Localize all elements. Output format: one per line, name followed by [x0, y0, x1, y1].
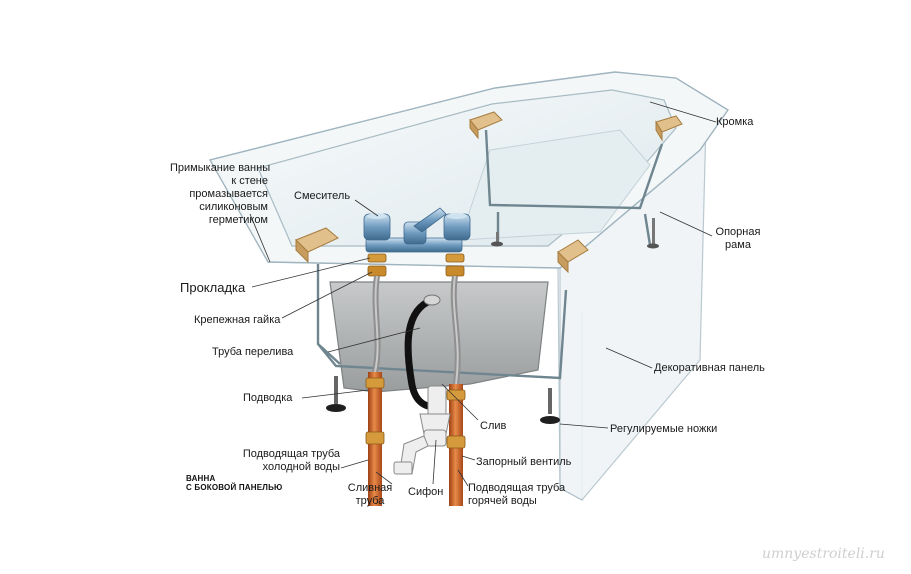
label-mixer: Смеситель: [294, 190, 351, 202]
support-frame: [316, 129, 664, 380]
label-cold-pipe: Подводящая труба холодной воды: [228, 448, 340, 474]
caption: ВАННА С БОКОВОЙ ПАНЕЛЬЮ: [186, 474, 283, 492]
label-sealant: Примыкание ванны к стене промазывается с…: [170, 162, 271, 227]
tub-basin-floor: [459, 129, 651, 241]
label-fixing-nut: Крепежная гайка: [194, 314, 281, 326]
label-drainpipe-line-2: труба: [355, 495, 385, 507]
copper-pipes: [365, 372, 466, 506]
label-legs: Регулируемые ножки: [610, 423, 718, 435]
label-sealant-line-3: промазывается: [189, 188, 268, 200]
label-sealant-line-1: Примыкание ванны: [170, 162, 271, 174]
leader-lines: [249, 101, 717, 487]
label-edge: Кромка: [716, 116, 754, 128]
label-overflow: Труба перелива: [212, 346, 294, 358]
label-hot-pipe-line-1: Подводящая труба: [468, 482, 566, 494]
adjustable-legs: [326, 218, 659, 424]
label-cold-pipe-line-2: холодной воды: [262, 461, 340, 473]
watermark: umnyestroiteli.ru: [762, 546, 885, 562]
mixer-tap: [363, 207, 471, 253]
label-sealant-line-5: герметиком: [208, 214, 268, 226]
caption-line-2: С БОКОВОЙ ПАНЕЛЬЮ: [186, 483, 283, 492]
label-frame-line-1: Опорная: [715, 226, 761, 238]
label-gasket: Прокладка: [180, 280, 246, 295]
label-supply: Подводка: [243, 392, 293, 404]
flexible-hoses: [372, 275, 461, 385]
label-panel: Декоративная панель: [654, 362, 765, 374]
wood-blocks: [295, 111, 683, 274]
label-frame: Опорная рама: [708, 226, 768, 252]
label-frame-line-2: рама: [725, 239, 751, 251]
label-drainpipe-line-1: Сливная: [347, 482, 393, 494]
label-valve: Запорный вентиль: [476, 456, 572, 468]
label-drainpipe: Сливная труба: [346, 482, 394, 508]
label-drain: Слив: [480, 420, 507, 432]
label-hot-pipe: Подводящая труба горячей воды: [468, 482, 565, 508]
label-cold-pipe-line-1: Подводящая труба: [242, 448, 340, 460]
caption-line-1: ВАННА: [186, 474, 216, 483]
label-hot-pipe-line-2: горячей воды: [468, 495, 537, 507]
label-sealant-line-4: силиконовым: [199, 201, 268, 213]
fixing-nuts: [367, 253, 465, 277]
label-sealant-line-2: к стене: [231, 175, 268, 187]
label-siphon: Сифон: [408, 486, 444, 498]
siphon: [393, 385, 451, 475]
tub-body: [329, 281, 549, 393]
